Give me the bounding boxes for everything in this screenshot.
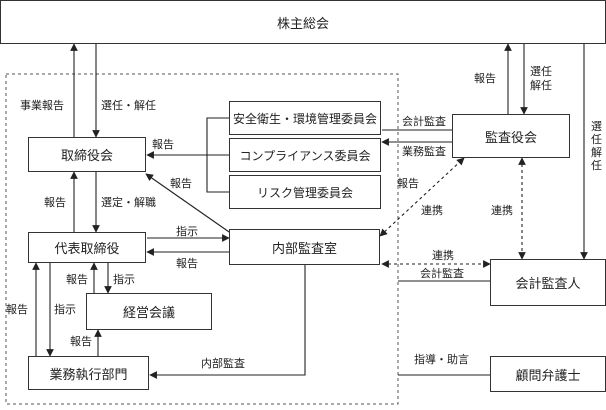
business-execution-box: 業務執行部門 (28, 356, 149, 390)
instruction-internal-label: 指示 (176, 225, 198, 238)
operations-audit-label: 業務監査 (402, 145, 446, 158)
report-exec-council-label: 報告 (70, 335, 92, 348)
report-council-label: 報告 (66, 273, 88, 286)
accounting-auditor-box: 会計監査人 (490, 259, 606, 306)
selection-dismissal-label: 選定・解職 (101, 196, 156, 209)
cooperation-accounting-label: 連携 (432, 249, 454, 262)
report-exec-label: 報告 (6, 303, 28, 316)
election-dismissal-label: 選任・解任 (101, 99, 156, 112)
instruction-council-label: 指示 (113, 273, 135, 286)
legal-advisor-box: 顧問弁護士 (490, 356, 606, 392)
dismissal-audit-label: 解任 (530, 79, 552, 92)
shareholders-meeting-box: 株主総会 (0, 0, 606, 44)
report-internal-to-board-label: 報告 (170, 177, 192, 190)
company-boundary (5, 73, 399, 405)
business-report-label: 事業報告 (20, 99, 64, 112)
report-shareholders-label: 報告 (474, 72, 496, 85)
accounting-audit-label: 会計監査 (402, 115, 446, 128)
report-board-rep-label: 報告 (44, 196, 66, 209)
instruction-exec-label: 指示 (54, 303, 76, 316)
representative-director-box: 代表取締役 (28, 232, 146, 263)
internal-audit-label: 内部監査 (201, 357, 245, 370)
report-internal-label: 報告 (397, 177, 419, 190)
internal-audit-office-box: 内部監査室 (229, 229, 380, 265)
safety-committee-box: 安全衛生・環境管理委員会 (229, 101, 381, 135)
accounting-audit-2-label: 会計監査 (420, 267, 464, 280)
board-of-directors-box: 取締役会 (28, 137, 146, 172)
risk-committee-box: リスク管理委員会 (229, 175, 381, 209)
cooperation-audit-label: 連携 (491, 204, 513, 217)
audit-board-box: 監査役会 (452, 114, 570, 158)
election-dismissal-vertical-label: 選任・解任 (591, 120, 606, 172)
report-committees-label: 報告 (152, 138, 174, 151)
cooperation-internal-label: 連携 (421, 204, 443, 217)
election-audit-label: 選任 (530, 65, 552, 78)
management-council-box: 経営会議 (86, 293, 212, 330)
compliance-committee-box: コンプライアンス委員会 (229, 138, 381, 172)
report-to-rep-label: 報告 (176, 257, 198, 270)
guidance-advice-label: 指導・助言 (414, 353, 469, 366)
